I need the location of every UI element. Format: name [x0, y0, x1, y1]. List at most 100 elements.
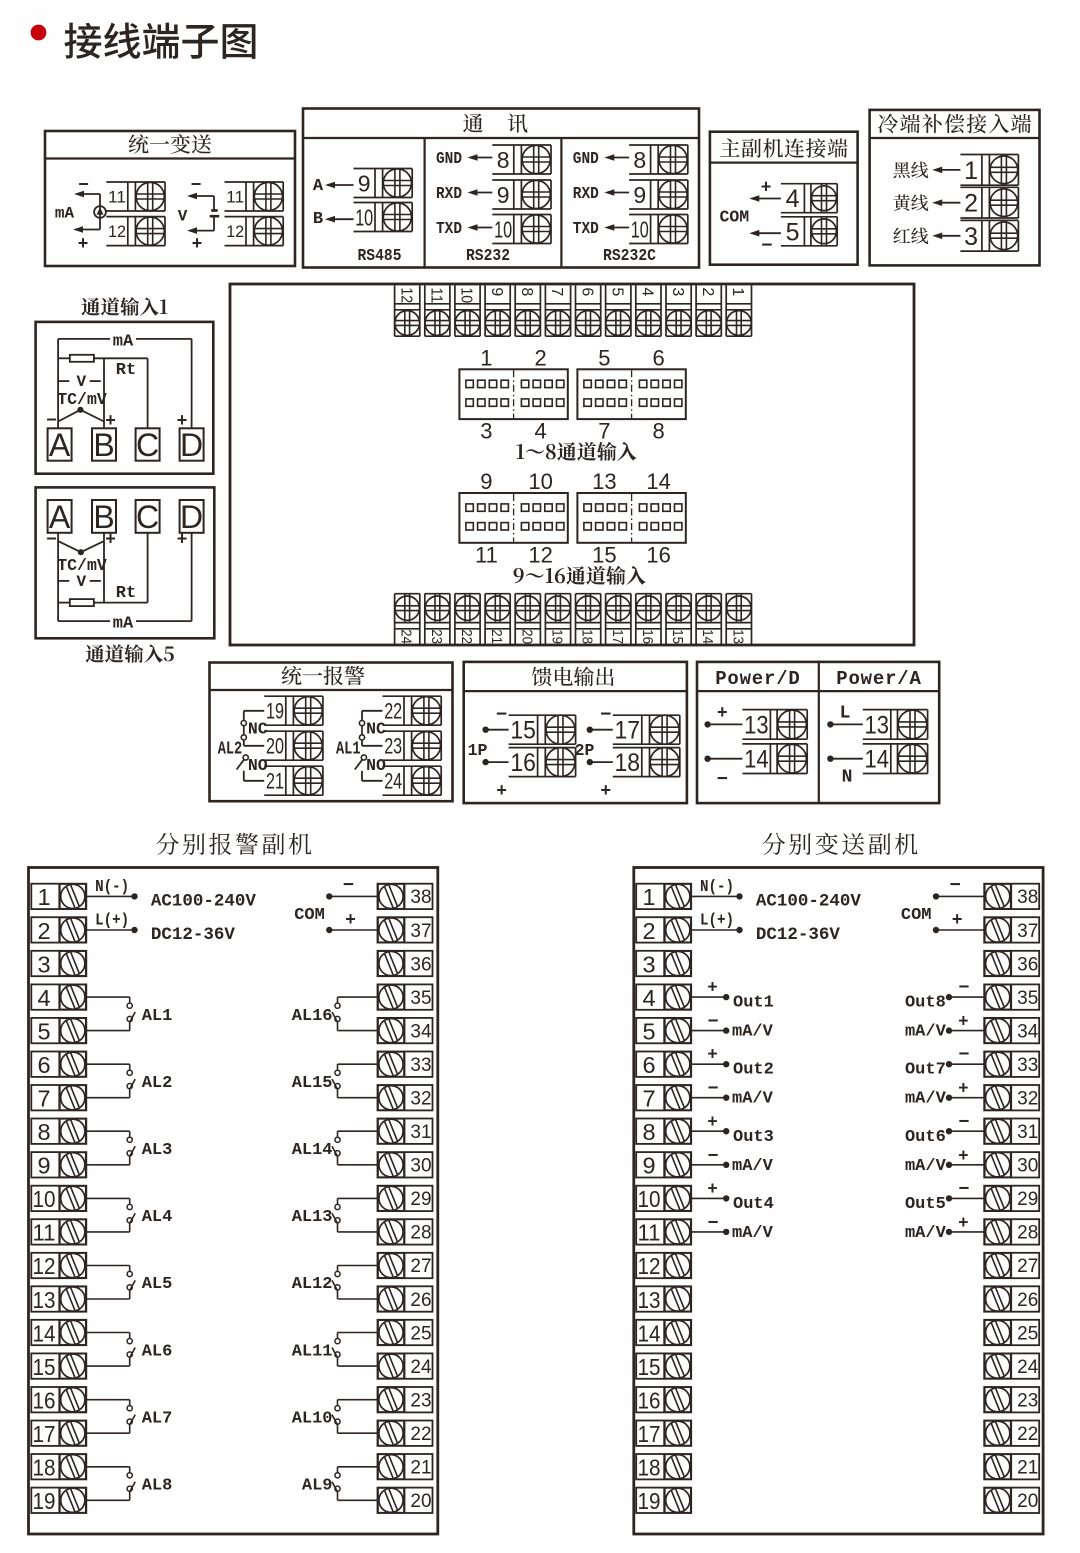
- svg-text:23: 23: [384, 734, 402, 759]
- svg-text:8: 8: [642, 1119, 655, 1145]
- svg-text:RS232C: RS232C: [603, 247, 656, 266]
- svg-text:11: 11: [226, 188, 244, 206]
- svg-text:19: 19: [549, 629, 565, 644]
- svg-text:6: 6: [37, 1052, 50, 1078]
- svg-text:3: 3: [642, 951, 655, 977]
- svg-text:5: 5: [598, 346, 610, 371]
- svg-text:10: 10: [355, 204, 373, 230]
- svg-text:Out4: Out4: [733, 1195, 774, 1214]
- svg-text:TXD: TXD: [573, 219, 599, 238]
- svg-text:mA/V: mA/V: [905, 1224, 947, 1243]
- svg-text:20: 20: [518, 629, 534, 644]
- svg-text:NO: NO: [248, 756, 268, 775]
- svg-text:23: 23: [1017, 1391, 1038, 1412]
- svg-text:5: 5: [609, 287, 626, 296]
- svg-text:mA: mA: [55, 205, 75, 223]
- svg-text:AL1: AL1: [336, 740, 361, 760]
- svg-text:mA/V: mA/V: [905, 1090, 947, 1109]
- svg-text:8: 8: [497, 147, 510, 173]
- svg-text:+: +: [600, 782, 611, 802]
- svg-text:−: −: [191, 176, 202, 196]
- svg-text:7: 7: [642, 1086, 655, 1112]
- svg-text:AL6: AL6: [142, 1342, 173, 1361]
- svg-text:6: 6: [642, 1052, 655, 1078]
- svg-text:12: 12: [528, 543, 552, 568]
- svg-text:+: +: [958, 1080, 969, 1100]
- svg-text:6: 6: [652, 346, 664, 371]
- svg-text:4: 4: [534, 419, 546, 444]
- svg-text:22: 22: [410, 1424, 431, 1445]
- svg-text:Out6: Out6: [905, 1128, 946, 1147]
- svg-text:27: 27: [410, 1256, 431, 1277]
- svg-text:14: 14: [33, 1320, 56, 1346]
- svg-text:Rt: Rt: [116, 361, 136, 380]
- svg-text:18: 18: [33, 1455, 56, 1481]
- svg-text:12: 12: [638, 1253, 661, 1279]
- svg-text:16: 16: [638, 1388, 661, 1414]
- svg-text:15: 15: [592, 543, 616, 568]
- svg-text:4: 4: [786, 185, 800, 213]
- svg-text:11: 11: [475, 543, 498, 568]
- svg-text:RXD: RXD: [436, 184, 462, 203]
- svg-text:A: A: [49, 499, 71, 535]
- svg-text:25: 25: [410, 1323, 431, 1344]
- svg-text:1: 1: [964, 157, 978, 185]
- svg-text:−: −: [78, 176, 89, 196]
- svg-text:9: 9: [480, 469, 492, 494]
- svg-text:12: 12: [108, 223, 126, 241]
- svg-text:mA/V: mA/V: [905, 1023, 947, 1042]
- svg-text:AL8: AL8: [142, 1477, 173, 1496]
- svg-text:15: 15: [638, 1354, 661, 1380]
- svg-text:10: 10: [494, 216, 512, 242]
- svg-text:2: 2: [534, 346, 546, 371]
- svg-text:mA/V: mA/V: [732, 1090, 774, 1109]
- svg-text:AL15: AL15: [292, 1074, 333, 1093]
- svg-text:35: 35: [1017, 988, 1038, 1009]
- svg-text:N(-): N(-): [95, 877, 129, 896]
- svg-text:37: 37: [1017, 921, 1038, 942]
- svg-text:2: 2: [37, 918, 50, 944]
- svg-text:27: 27: [1017, 1256, 1038, 1277]
- svg-text:11: 11: [428, 287, 445, 303]
- svg-text:+: +: [761, 179, 772, 199]
- svg-text:mA: mA: [113, 615, 134, 634]
- svg-text:5: 5: [37, 1018, 50, 1044]
- svg-text:Power/A: Power/A: [836, 668, 921, 690]
- svg-text:19: 19: [33, 1488, 56, 1514]
- svg-text:7: 7: [598, 419, 610, 444]
- svg-text:DC12-36V: DC12-36V: [151, 925, 236, 945]
- svg-text:+: +: [177, 412, 188, 432]
- svg-text:AL14: AL14: [292, 1141, 333, 1160]
- svg-text:28: 28: [410, 1223, 431, 1244]
- svg-text:17: 17: [33, 1421, 56, 1447]
- svg-text:14: 14: [744, 746, 769, 774]
- svg-text:26: 26: [1017, 1290, 1038, 1311]
- svg-text:AL1: AL1: [142, 1007, 173, 1026]
- svg-text:11: 11: [33, 1220, 56, 1246]
- svg-text:3: 3: [37, 951, 50, 977]
- svg-text:B: B: [93, 427, 114, 463]
- svg-text:17: 17: [638, 1421, 661, 1447]
- svg-text:9: 9: [488, 287, 505, 296]
- svg-text:N(-): N(-): [700, 877, 734, 896]
- svg-text:33: 33: [1017, 1055, 1038, 1076]
- svg-text:28: 28: [1017, 1223, 1038, 1244]
- svg-text:AL16: AL16: [292, 1007, 333, 1026]
- svg-text:22: 22: [458, 629, 474, 644]
- svg-text:14: 14: [865, 746, 890, 774]
- svg-text:Out5: Out5: [905, 1195, 946, 1214]
- svg-text:13: 13: [592, 469, 616, 494]
- svg-text:23: 23: [410, 1391, 431, 1412]
- svg-text:V: V: [76, 373, 86, 391]
- svg-text:15: 15: [33, 1354, 56, 1380]
- svg-text:C: C: [136, 499, 159, 535]
- svg-text:AL12: AL12: [292, 1275, 333, 1294]
- svg-text:+: +: [192, 235, 203, 255]
- svg-text:COM: COM: [294, 906, 325, 925]
- svg-text:−: −: [949, 874, 960, 896]
- svg-text:37: 37: [410, 921, 431, 942]
- svg-text:−: −: [958, 978, 969, 999]
- svg-text:AL9: AL9: [302, 1477, 333, 1496]
- svg-text:+: +: [707, 979, 718, 999]
- svg-text:24: 24: [1017, 1357, 1039, 1378]
